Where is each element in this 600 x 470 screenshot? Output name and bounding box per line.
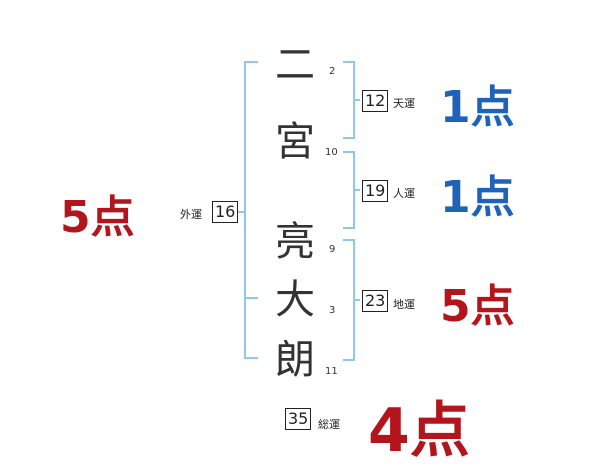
tenkaku-bracket bbox=[343, 61, 355, 139]
stroke-count-3: 9 bbox=[329, 244, 336, 255]
stroke-count-5: 11 bbox=[325, 366, 338, 377]
chikaku-value-box: 23 bbox=[362, 290, 389, 312]
soukaku-label: 総運 bbox=[318, 418, 340, 431]
tenkaku-label: 天運 bbox=[393, 97, 415, 110]
chikaku-score: 5点 bbox=[440, 281, 515, 332]
outer-bracket bbox=[244, 61, 258, 359]
chikaku-bracket bbox=[343, 239, 355, 361]
tenkaku-value-box: 12 bbox=[362, 90, 389, 112]
jinkaku-bracket bbox=[343, 151, 355, 229]
stroke-count-4: 3 bbox=[329, 305, 336, 316]
jinkaku-label: 人運 bbox=[393, 187, 415, 200]
jinkaku-score: 1点 bbox=[440, 172, 515, 223]
jinkaku-value-box: 19 bbox=[362, 180, 389, 202]
stroke-count-1: 2 bbox=[329, 66, 336, 77]
gaikaku-value-box: 16 bbox=[212, 201, 239, 223]
name-char-4: 大 bbox=[275, 277, 315, 323]
chikaku-label: 地運 bbox=[393, 298, 415, 311]
name-char-1: 二 bbox=[275, 42, 315, 88]
name-char-2: 宮 bbox=[275, 119, 315, 165]
stroke-count-2: 10 bbox=[325, 147, 338, 158]
gaikaku-label: 外運 bbox=[180, 208, 202, 221]
soukaku-value-box: 35 bbox=[285, 408, 312, 430]
soukaku-score: 4点 bbox=[368, 396, 470, 466]
tenkaku-score: 1点 bbox=[440, 82, 515, 133]
name-char-5: 朗 bbox=[275, 337, 315, 383]
gaikaku-score: 5点 bbox=[60, 192, 135, 243]
name-char-3: 亮 bbox=[275, 219, 315, 265]
